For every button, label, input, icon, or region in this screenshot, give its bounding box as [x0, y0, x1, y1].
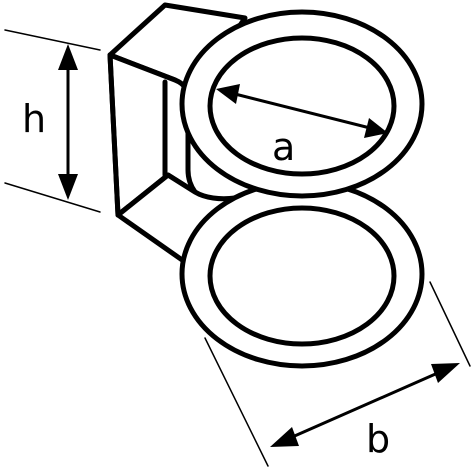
dimension-h: h: [4, 29, 101, 213]
nut-body: [107, 2, 248, 265]
h-extension-bottom: [4, 182, 101, 213]
dimension-a: a: [216, 84, 388, 169]
a-arrow-left: [216, 84, 240, 104]
b-arrow-right: [431, 363, 460, 383]
h-arrow-bottom: [58, 174, 78, 200]
top-ring-inner: [207, 35, 397, 177]
h-label: h: [22, 97, 46, 141]
bottom-ring-inner: [207, 205, 397, 347]
h-extension-top: [4, 29, 101, 51]
b-extension-right: [429, 281, 471, 367]
a-label: a: [272, 125, 295, 169]
h-arrow-top: [58, 44, 78, 70]
dimension-b: b: [204, 281, 471, 467]
a-arrow-right: [364, 118, 388, 138]
b-label: b: [366, 417, 390, 461]
b-dimension-line: [288, 370, 442, 440]
b-extension-left: [204, 337, 269, 467]
nut-edge-line-2: [107, 52, 121, 218]
a-dimension-line: [233, 92, 372, 130]
b-arrow-left: [270, 427, 299, 447]
bottom-ring: [179, 179, 425, 369]
top-ring: [179, 9, 425, 199]
